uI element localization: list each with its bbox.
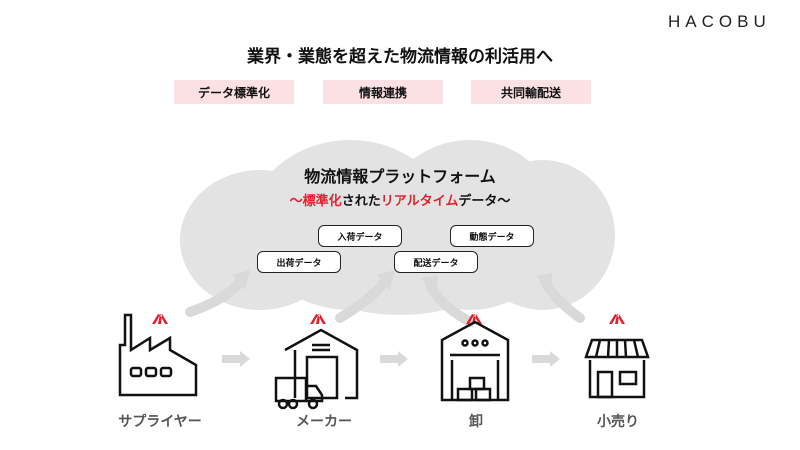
- curved-arrow: [185, 277, 245, 317]
- stage-retailer: 小売り: [597, 414, 639, 430]
- badge-information-linkage: 情報連携: [323, 80, 443, 104]
- factory-icon: [118, 313, 198, 397]
- chip-tracking-data: 動態データ: [450, 225, 534, 247]
- store-icon: [584, 338, 650, 399]
- stage-supplier: サプライヤー: [118, 414, 202, 430]
- subtitle-part: 標準化: [302, 194, 342, 209]
- badge-data-standardization: データ標準化: [174, 80, 294, 104]
- badge-joint-delivery: 共同輸配送: [471, 80, 591, 104]
- hacobu-logo: HACOBU: [668, 12, 771, 31]
- subtitle-part: リアルタイム: [380, 194, 459, 209]
- chip-shipping-data: 出荷データ: [257, 251, 341, 273]
- curved-arrow: [335, 277, 390, 323]
- platform-title: 物流情報プラットフォーム: [304, 167, 496, 186]
- subtitle-part: データ〜: [458, 194, 511, 209]
- warehouse-truck-icon: [274, 328, 359, 410]
- right-arrow-icon: [532, 351, 560, 367]
- stage-wholesaler: 卸: [469, 414, 483, 430]
- right-arrow-icon: [222, 351, 250, 367]
- subtitle-part: された: [341, 194, 381, 209]
- subtitle-part: 〜: [289, 194, 303, 209]
- platform-subtitle: 〜標準化されたリアルタイムデータ〜: [0, 190, 800, 209]
- page-title: 業界・業態を超えた物流情報の利活用へ: [247, 47, 553, 67]
- right-arrow-icon: [380, 351, 408, 367]
- signal-icons: [152, 314, 625, 324]
- chip-inbound-data: 入荷データ: [318, 225, 402, 247]
- warehouse-boxes-icon: [440, 320, 510, 402]
- chip-delivery-data: 配送データ: [394, 251, 478, 273]
- stage-manufacturer: メーカー: [296, 414, 352, 430]
